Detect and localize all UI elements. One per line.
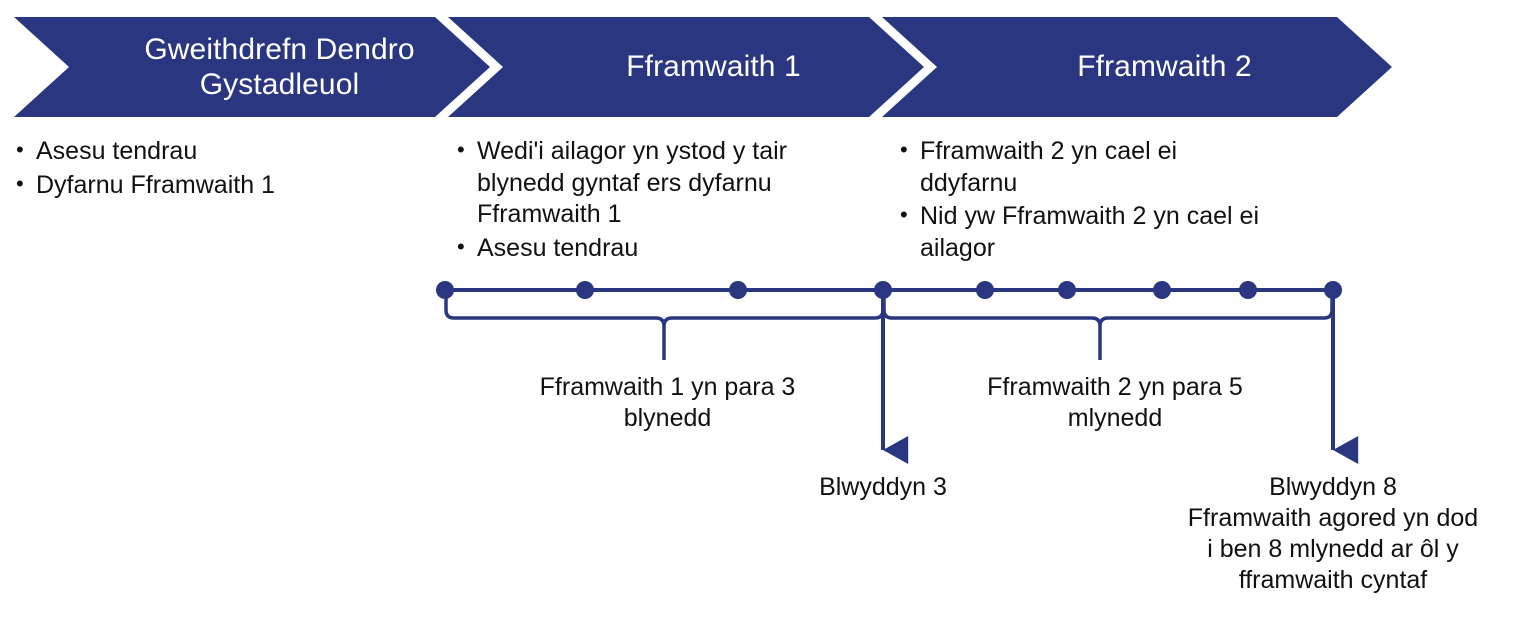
stage-banner-1-label: Gweithdrefn Dendro Gystadleuol [144, 32, 415, 101]
timeline-node-1 [436, 281, 454, 299]
stage-banner-3-label: Fframwaith 2 [1077, 50, 1252, 84]
stage-2-bullets: Wedi'i ailagor yn ystod y tair blynedd g… [455, 135, 840, 266]
stage-banner-2-label: Fframwaith 1 [626, 50, 801, 84]
timeline-node-5 [976, 281, 994, 299]
list-item: Fframwaith 2 yn cael ei ddyfarnu [898, 135, 1278, 199]
list-item: Nid yw Fframwaith 2 yn cael ei ailagor [898, 200, 1278, 264]
marker-year-8-caption: Blwyddyn 8 Fframwaith agored yn dod i be… [1187, 473, 1479, 594]
stage-banner-3[interactable]: Fframwaith 2 [882, 17, 1392, 117]
brace-framework-1 [444, 290, 885, 327]
timeline-node-4 [874, 281, 892, 299]
timeline-node-7 [1153, 281, 1171, 299]
process-banner: Gweithdrefn Dendro Gystadleuol Fframwait… [0, 0, 1515, 130]
marker-year-3-caption: Blwyddyn 3 [819, 473, 947, 501]
list-item: Asesu tendrau [14, 135, 434, 168]
timeline-node-9 [1324, 281, 1342, 299]
list-item: Asesu tendrau [455, 232, 840, 265]
stage-1-bullets: Asesu tendrau Dyfarnu Fframwaith 1 [14, 135, 434, 203]
brace-framework-1-caption: Fframwaith 1 yn para 3 blynedd [539, 373, 796, 432]
stage-banner-1[interactable]: Gweithdrefn Dendro Gystadleuol [14, 17, 490, 117]
stage-3-bullets: Fframwaith 2 yn cael ei ddyfarnu Nid yw … [898, 135, 1278, 266]
timeline-node-3 [729, 281, 747, 299]
list-item: Wedi'i ailagor yn ystod y tair blynedd g… [455, 135, 840, 231]
brace-framework-2 [882, 290, 1334, 327]
timeline-node-8 [1239, 281, 1257, 299]
timeline-node-2 [576, 281, 594, 299]
timeline-node-6 [1058, 281, 1076, 299]
timeline-nodes [436, 281, 1342, 299]
stage-banner-2[interactable]: Fframwaith 1 [448, 17, 924, 117]
brace-framework-2-caption: Fframwaith 2 yn para 5 mlynedd [987, 373, 1243, 432]
list-item: Dyfarnu Fframwaith 1 [14, 169, 434, 202]
